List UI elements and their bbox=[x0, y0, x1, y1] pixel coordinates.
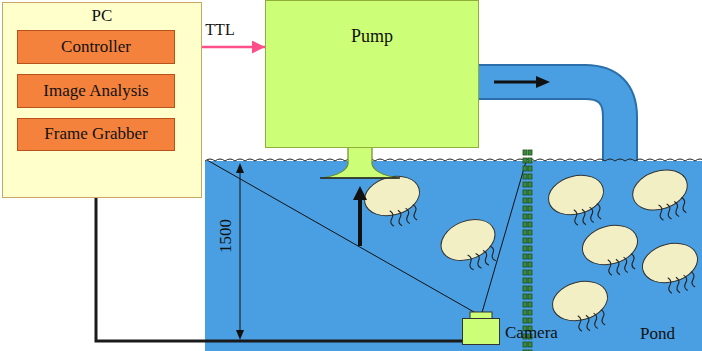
mesh-cell bbox=[528, 238, 532, 243]
pump-box: Pump bbox=[265, 0, 479, 148]
mesh-cell bbox=[528, 270, 532, 275]
mesh-cell bbox=[528, 158, 532, 163]
mesh-cell bbox=[523, 166, 527, 171]
mesh-cell bbox=[523, 158, 527, 163]
mesh-cell bbox=[528, 174, 532, 179]
mesh-cell bbox=[528, 278, 532, 283]
daphnia bbox=[360, 170, 427, 233]
mesh-cell bbox=[523, 238, 527, 243]
wave-line bbox=[205, 159, 702, 161]
daphnia bbox=[638, 237, 702, 300]
daphnia-group bbox=[360, 163, 702, 338]
pc-box: ControllerImage AnalysisFrame Grabber PC bbox=[2, 2, 202, 198]
box-label: Frame Grabber bbox=[44, 125, 147, 144]
mesh-cell bbox=[528, 310, 532, 315]
daphnia bbox=[578, 219, 645, 282]
pump-nozzle bbox=[322, 146, 398, 178]
mesh-cell bbox=[523, 278, 527, 283]
dimension-label: 1500 bbox=[217, 219, 236, 253]
mesh-cell bbox=[528, 222, 532, 227]
dimension-line bbox=[240, 170, 241, 334]
mesh-cell bbox=[523, 214, 527, 219]
mesh-cell bbox=[528, 214, 532, 219]
mesh-cell bbox=[528, 198, 532, 203]
mesh-cell bbox=[528, 166, 532, 171]
mesh-cell bbox=[528, 246, 532, 251]
mesh-cell bbox=[523, 302, 527, 307]
mesh-cell bbox=[523, 150, 527, 155]
mesh-cell bbox=[523, 254, 527, 259]
daphnia bbox=[544, 169, 611, 232]
box-label: Pump bbox=[266, 27, 478, 47]
suction-arrow-head bbox=[353, 186, 367, 200]
daphnia bbox=[627, 163, 696, 228]
mesh-cell bbox=[528, 150, 532, 155]
water-surface bbox=[205, 159, 702, 161]
dimension-arrow bbox=[236, 163, 244, 173]
camera-box: Camera bbox=[462, 318, 500, 345]
mesh-cell bbox=[528, 342, 532, 347]
process-box: Frame Grabber bbox=[17, 118, 175, 151]
dimension-arrow bbox=[236, 330, 244, 340]
mesh-cell bbox=[528, 286, 532, 291]
mesh-cell bbox=[523, 310, 527, 315]
region-label: Pond bbox=[640, 325, 675, 344]
mesh-cell bbox=[528, 230, 532, 235]
box-label: Image Analysis bbox=[43, 82, 148, 101]
view-line bbox=[207, 160, 481, 316]
mesh-cell bbox=[523, 262, 527, 267]
mesh-screen bbox=[523, 150, 532, 351]
mesh-cell bbox=[523, 294, 527, 299]
mesh-cell bbox=[523, 270, 527, 275]
mesh-cell bbox=[523, 206, 527, 211]
camera-label: Camera bbox=[505, 323, 558, 342]
mesh-cell bbox=[528, 206, 532, 211]
water bbox=[205, 161, 702, 351]
mesh-cell bbox=[528, 302, 532, 307]
box-label: Controller bbox=[61, 38, 131, 57]
mesh-cell bbox=[528, 182, 532, 187]
mesh-cell bbox=[528, 190, 532, 195]
mesh-cell bbox=[523, 198, 527, 203]
mesh-cell bbox=[528, 254, 532, 259]
mesh-cell bbox=[523, 222, 527, 227]
nozzle-rim bbox=[320, 177, 400, 179]
mesh-cell bbox=[528, 350, 532, 351]
process-box: Controller bbox=[17, 30, 175, 64]
pipe bbox=[460, 82, 620, 168]
mesh-cell bbox=[523, 246, 527, 251]
process-box: Image Analysis bbox=[17, 74, 175, 108]
mesh-cell bbox=[528, 294, 532, 299]
mesh-cell bbox=[523, 174, 527, 179]
mesh-cell bbox=[528, 262, 532, 267]
mesh-cell bbox=[523, 230, 527, 235]
box-heading: PC bbox=[3, 7, 201, 26]
mesh-cell bbox=[523, 350, 527, 351]
mesh-cell bbox=[523, 342, 527, 347]
flow-arrow-head bbox=[536, 76, 550, 88]
signal-label: TTL bbox=[203, 21, 236, 39]
suction-arrow bbox=[358, 198, 362, 246]
daphnia bbox=[548, 275, 615, 338]
mesh-cell bbox=[523, 190, 527, 195]
daphnia bbox=[435, 212, 506, 280]
mesh-cell bbox=[523, 286, 527, 291]
flow-arrow bbox=[494, 81, 538, 84]
mesh-cell bbox=[523, 182, 527, 187]
